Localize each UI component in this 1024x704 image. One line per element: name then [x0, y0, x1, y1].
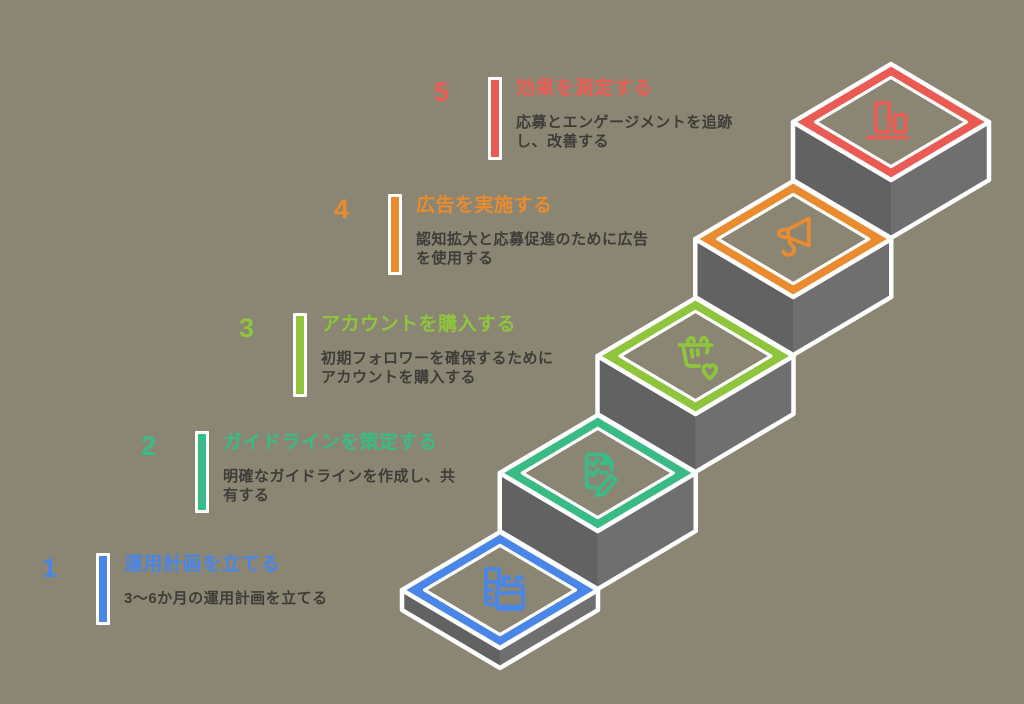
step-3-platform	[595, 295, 796, 475]
step-title: ガイドラインを策定する	[223, 432, 438, 453]
step-color-bar	[96, 553, 110, 625]
step-1-label: 1 運用計画を立てる 3〜6か月の運用計画を立てる	[42, 553, 394, 625]
step-5-platform	[790, 61, 992, 241]
step-4-label: 4 広告を実施する 認知拡大と応募促進のために広告 を使用する	[334, 194, 686, 275]
step-color-bar	[488, 77, 502, 160]
step-number: 2	[141, 431, 157, 461]
step-title: 運用計画を立てる	[124, 554, 281, 575]
step-2-platform	[497, 412, 698, 592]
step-number: 1	[42, 553, 58, 583]
step-5-label: 5 効果を測定する 応募とエンゲージメントを追跡 し、改善する	[434, 77, 786, 160]
step-description: 3〜6か月の運用計画を立てる	[124, 589, 328, 607]
step-description: 応募とエンゲージメントを追跡 し、改善する	[516, 113, 733, 150]
step-left-face	[793, 122, 891, 238]
step-left-face	[695, 239, 794, 355]
step-color-bar	[195, 431, 209, 513]
step-right-face	[500, 590, 598, 668]
step-number: 4	[334, 194, 350, 224]
step-3-label: 3 アカウントを購入する 初期フォロワーを確保するために アカウントを購入する	[239, 313, 591, 397]
step-left-face	[499, 473, 598, 589]
step-2-label: 2 ガイドラインを策定する 明確なガイドラインを作成し、共 有する	[141, 431, 493, 513]
bar-chart-icon	[866, 101, 909, 140]
step-right-face	[695, 356, 794, 472]
checklist-pencil-icon	[584, 452, 618, 498]
step-color-bar	[388, 194, 402, 275]
step-diamond-inner	[813, 75, 969, 169]
step-diamond-inner	[618, 309, 773, 403]
step-color-bar	[293, 313, 307, 397]
step-number: 3	[239, 313, 255, 343]
basket-heart-icon	[677, 335, 719, 381]
calendar-plan-icon	[484, 567, 525, 611]
step-text: アカウントを購入する 初期フォロワーを確保するために アカウントを購入する	[321, 313, 591, 397]
step-description: 初期フォロワーを確保するために アカウントを購入する	[321, 349, 554, 386]
step-4-platform	[693, 178, 894, 358]
step-title: アカウントを購入する	[321, 314, 517, 335]
step-right-face	[597, 473, 696, 589]
step-text: 広告を実施する 認知拡大と応募促進のために広告 を使用する	[416, 194, 686, 275]
step-number: 5	[434, 77, 450, 107]
step-description: 明確なガイドラインを作成し、共 有する	[223, 467, 456, 504]
step-right-face	[891, 122, 989, 238]
megaphone-icon	[776, 216, 811, 257]
step-text: 運用計画を立てる 3〜6か月の運用計画を立てる	[124, 553, 394, 625]
step-text: 効果を測定する 応募とエンゲージメントを追跡 し、改善する	[516, 77, 786, 160]
step-left-face	[402, 590, 500, 668]
step-title: 広告を実施する	[416, 195, 553, 216]
step-1-platform	[399, 529, 601, 671]
step-title: 効果を測定する	[516, 78, 653, 99]
step-description: 認知拡大と応募促進のために広告 を使用する	[416, 230, 649, 267]
step-right-face	[793, 239, 892, 355]
step-text: ガイドラインを策定する 明確なガイドラインを作成し、共 有する	[223, 431, 493, 513]
step-left-face	[597, 356, 696, 472]
step-diamond-inner	[520, 426, 675, 520]
